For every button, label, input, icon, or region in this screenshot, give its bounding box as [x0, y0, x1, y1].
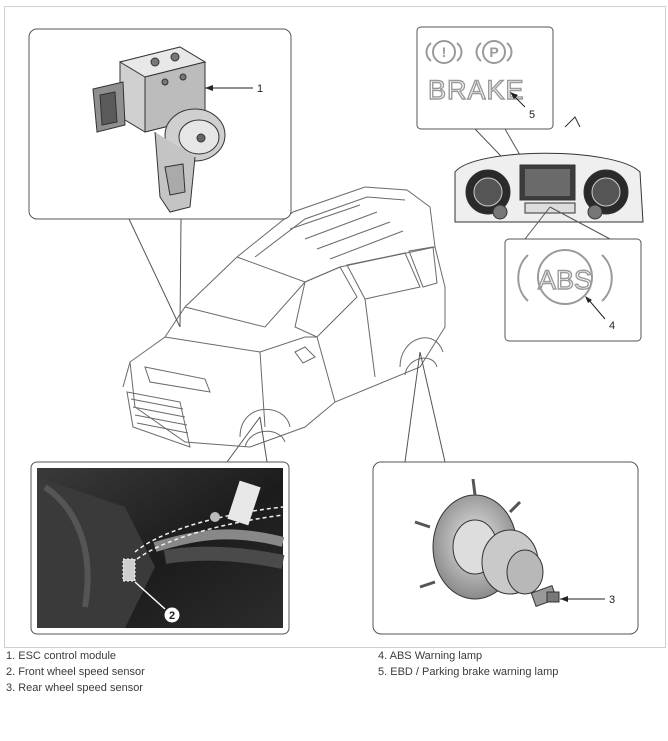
diagram-canvas: 1 ! P BRAKE 5 — [28, 26, 644, 635]
callout-label-3: 3 — [609, 594, 615, 606]
excl-mark-glyph: ! — [442, 44, 447, 60]
callout-5-arrowhead — [510, 92, 518, 99]
callout-label-5: 5 — [529, 109, 535, 121]
legend-item-esc-module: 1. ESC control module — [6, 650, 117, 662]
callout-label-4: 4 — [609, 320, 615, 332]
brake-warning-icon — [425, 40, 463, 64]
callout-label-2: 2 — [169, 610, 175, 622]
vehicle-line-art — [122, 186, 446, 448]
esc-module-panel: 1 — [28, 28, 292, 328]
photo-details — [37, 477, 285, 628]
abs-warning-icon — [517, 249, 613, 305]
callout-3-arrowhead — [560, 596, 568, 602]
callout-2-bubble — [163, 606, 181, 624]
instrument-cluster — [454, 116, 644, 223]
legend-right: 4. ABS Warning lamp 5. EBD / Parking bra… — [378, 648, 558, 680]
wheel-hub-drawing — [414, 478, 560, 607]
diagram-figure: 1 ! P BRAKE 5 — [4, 6, 666, 648]
parking-brake-icon — [475, 40, 513, 64]
abs-lamp-panel: ABS 4 — [504, 206, 642, 342]
legend-item-rear-sensor: 3. Rear wheel speed sensor — [6, 682, 143, 694]
callout-label-1: 1 — [257, 83, 263, 95]
legend-left: 1. ESC control module 2. Front wheel spe… — [6, 648, 145, 696]
callout-4-leader — [587, 298, 606, 320]
esc-module-drawing — [92, 46, 226, 213]
front-sensor-panel: 2 — [30, 416, 290, 635]
brake-text: BRAKE — [428, 75, 525, 105]
callout-2-leader — [134, 581, 166, 610]
legend-item-abs-lamp: 4. ABS Warning lamp — [378, 650, 483, 662]
callout-4-arrowhead — [585, 296, 592, 303]
rear-sensor-panel: 3 — [372, 351, 639, 635]
abs-text: ABS — [538, 265, 592, 295]
parking-letter: P — [489, 44, 498, 60]
legend-item-brake-lamp: 5. EBD / Parking brake warning lamp — [378, 666, 559, 678]
legend-item-front-sensor: 2. Front wheel speed sensor — [6, 666, 145, 678]
callout-1-arrowhead — [205, 85, 213, 91]
